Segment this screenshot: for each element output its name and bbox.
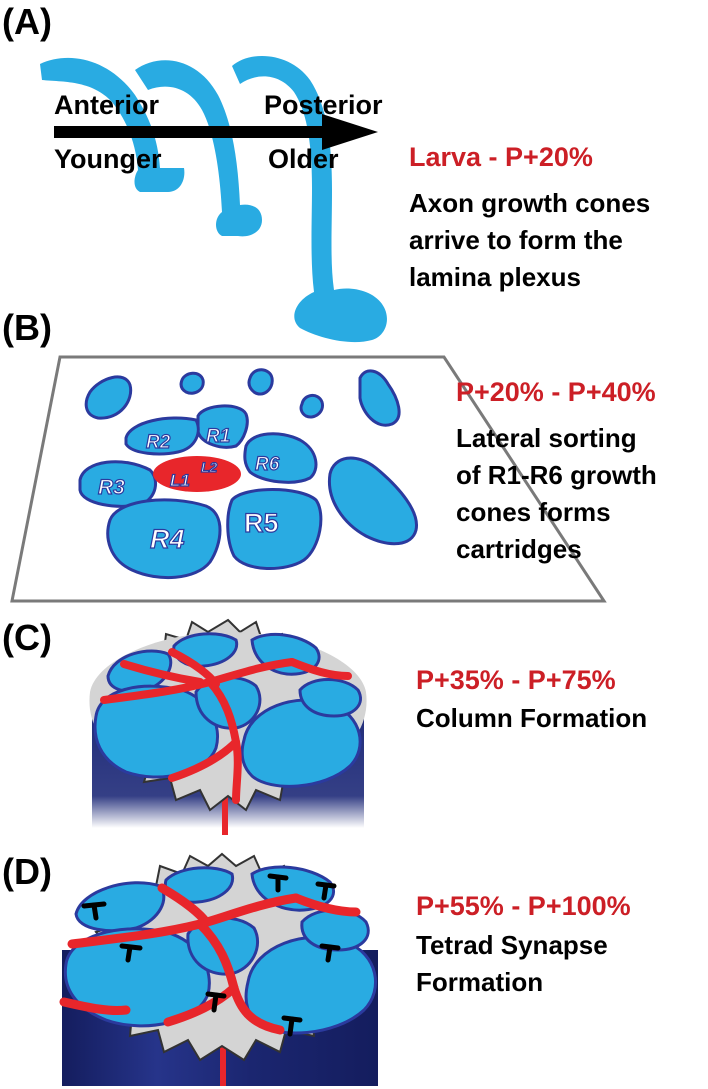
synapse-1 <box>81 901 107 921</box>
cone-r4 <box>106 498 222 580</box>
tetrad-synapses <box>81 873 341 1037</box>
anterior-label: Anterior <box>54 90 160 120</box>
label-r3: R3 <box>98 476 125 499</box>
label-l1: L1 <box>170 471 190 490</box>
synapse-5 <box>267 873 289 893</box>
cone-r2 <box>124 416 200 456</box>
axon-3 <box>232 55 387 343</box>
lamina-neuron-l1-l2 <box>153 456 241 492</box>
synapse-4 <box>281 1015 303 1037</box>
synapse-3 <box>205 991 227 1013</box>
axon-2 <box>135 60 262 237</box>
cone-r6 <box>243 432 318 484</box>
panel-c-letter: (C) <box>2 617 52 658</box>
panel-d-desc-2: Formation <box>416 967 543 997</box>
label-r1: R1 <box>206 426 230 447</box>
label-r4: R4 <box>150 524 185 554</box>
posterior-label: Posterior <box>264 90 383 120</box>
cone-outer-right <box>358 369 401 427</box>
panel-b: (B) R2 R1 R6 R3 R4 R5 L1 L2 P+ <box>2 307 657 603</box>
label-l2: L2 <box>201 459 218 475</box>
panel-a-desc-1: Axon growth cones <box>409 188 650 218</box>
panel-d-letter: (D) <box>2 851 52 892</box>
panel-a-desc-2: arrive to form the <box>409 225 623 255</box>
d-cone-far-right <box>300 908 370 952</box>
panel-b-desc-4: cartridges <box>456 534 582 564</box>
label-r5: R5 <box>244 508 279 538</box>
panel-c: (C) P+35% - P+75% Column Formation <box>2 617 647 835</box>
panel-a: (A) Anterior Posterior Younger Older Lar… <box>2 1 650 343</box>
cone-r1 <box>196 404 249 449</box>
panel-c-desc-1: Column Formation <box>416 703 647 733</box>
axon-1 <box>40 57 185 192</box>
c-cone-left <box>93 684 219 779</box>
c-lamina-neurites <box>100 648 352 804</box>
column-axon <box>222 795 228 835</box>
panel-b-desc-1: Lateral sorting <box>456 423 637 453</box>
panel-b-desc-2: of R1-R6 growth <box>456 460 657 490</box>
d-lamina-neurites <box>59 883 361 1035</box>
panel-d-desc-1: Tetrad Synapse <box>416 930 608 960</box>
label-r6: R6 <box>255 454 280 475</box>
label-r2: R2 <box>146 432 171 453</box>
synapse-7 <box>319 943 341 963</box>
cone-r3 <box>78 460 158 508</box>
cone-r5 <box>226 488 323 570</box>
panel-c-stage: P+35% - P+75% <box>416 665 616 695</box>
time-arrow <box>54 114 378 150</box>
younger-label: Younger <box>54 144 162 174</box>
cone-outer-left <box>84 375 133 420</box>
c-cone-far-right <box>298 678 362 718</box>
cone-outer-top <box>179 371 205 395</box>
older-label: Older <box>268 144 339 174</box>
cone-outer-mid <box>247 368 274 396</box>
panel-a-stage: Larva - P+20% <box>409 142 593 172</box>
synapse-2 <box>119 943 143 963</box>
c-cone-right <box>240 698 362 788</box>
synapse-6 <box>315 881 337 901</box>
panel-b-letter: (B) <box>2 307 52 348</box>
cone-outer-far-right <box>327 456 418 546</box>
cone-outer-mid2 <box>299 394 324 419</box>
panel-d: (D) P+55 <box>2 851 631 1086</box>
panel-a-letter: (A) <box>2 1 52 42</box>
panel-b-stage: P+20% - P+40% <box>456 377 656 407</box>
panel-d-stage: P+55% - P+100% <box>416 891 631 921</box>
panel-b-desc-3: cones forms <box>456 497 611 527</box>
panel-a-desc-3: lamina plexus <box>409 262 581 292</box>
